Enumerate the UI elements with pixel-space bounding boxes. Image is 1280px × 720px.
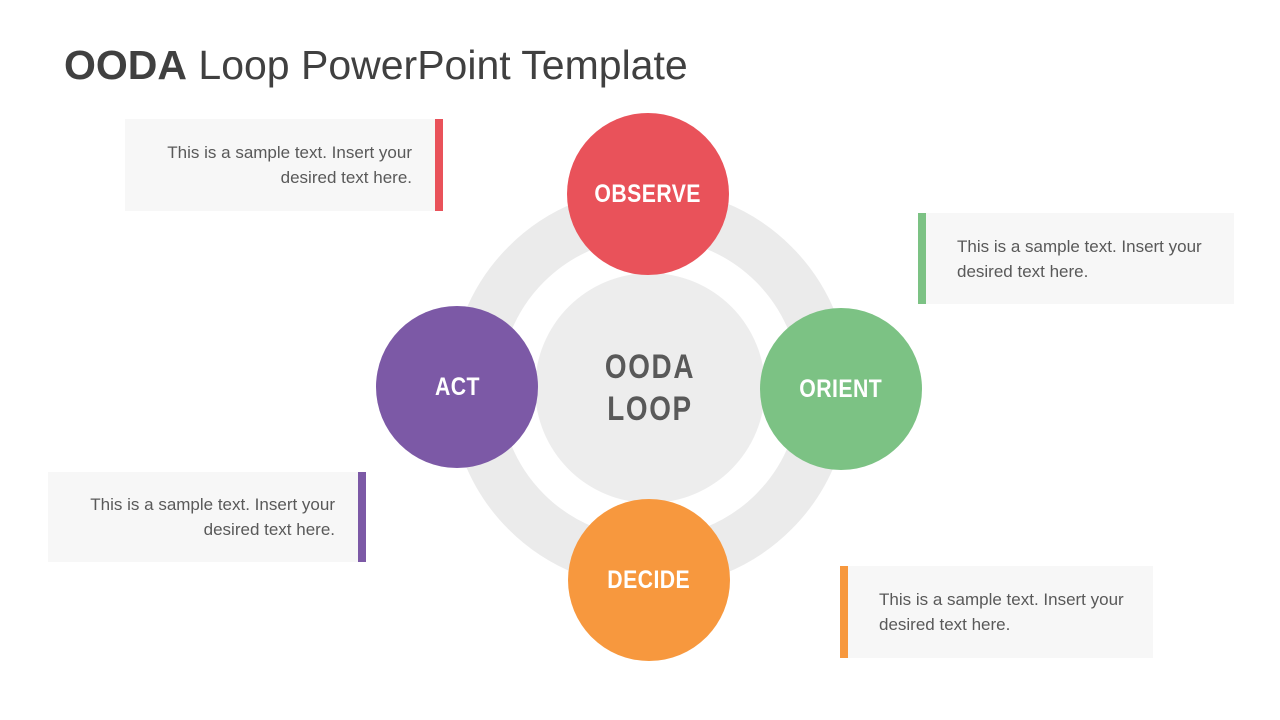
callout-text-orient: This is a sample text. Insert your desir…	[957, 234, 1224, 284]
callout-text-observe: This is a sample text. Insert your desir…	[139, 140, 412, 190]
node-label-decide: DECIDE	[607, 565, 691, 594]
callout-orient-line2: desired text here.	[957, 261, 1089, 281]
accent-bar-orient	[918, 213, 926, 304]
slide-title: OODA Loop PowerPoint Template	[64, 42, 688, 89]
callout-box-decide: This is a sample text. Insert your desir…	[848, 566, 1153, 658]
node-label-orient: ORIENT	[799, 374, 883, 403]
node-label-observe: OBSERVE	[594, 179, 702, 208]
callout-text-act: This is a sample text. Insert your desir…	[62, 492, 335, 542]
center-label-line1: OODA	[604, 348, 696, 386]
center-circle: OODA LOOP	[535, 273, 765, 503]
center-label-line2: LOOP	[607, 390, 693, 428]
node-circle-decide: DECIDE	[568, 499, 730, 661]
callout-decide-line2: desired text here.	[879, 615, 1011, 634]
callout-box-orient: This is a sample text. Insert your desir…	[926, 213, 1234, 304]
callout-observe-line2: desired text here.	[280, 168, 412, 187]
center-circle-label: OODA LOOP	[605, 346, 695, 430]
callout-box-observe: This is a sample text. Insert your desir…	[125, 119, 435, 211]
node-label-act: ACT	[434, 372, 480, 401]
callout-orient-line1: This is a sample text. Insert your	[957, 236, 1202, 256]
callout-observe-line1: This is a sample text. Insert your	[167, 143, 412, 162]
slide-title-regular: Loop PowerPoint Template	[187, 42, 688, 88]
callout-act-line1: This is a sample text. Insert your	[90, 495, 335, 514]
callout-box-act: This is a sample text. Insert your desir…	[48, 472, 358, 562]
node-circle-act: ACT	[376, 306, 538, 468]
accent-bar-decide	[840, 566, 848, 658]
node-circle-orient: ORIENT	[760, 308, 922, 470]
node-circle-observe: OBSERVE	[567, 113, 729, 275]
callout-text-decide: This is a sample text. Insert your desir…	[879, 587, 1143, 637]
callout-decide-line1: This is a sample text. Insert your	[879, 590, 1124, 609]
accent-bar-act	[358, 472, 366, 562]
accent-bar-observe	[435, 119, 443, 211]
callout-act-line2: desired text here.	[203, 520, 335, 539]
slide-title-bold: OODA	[64, 42, 187, 88]
